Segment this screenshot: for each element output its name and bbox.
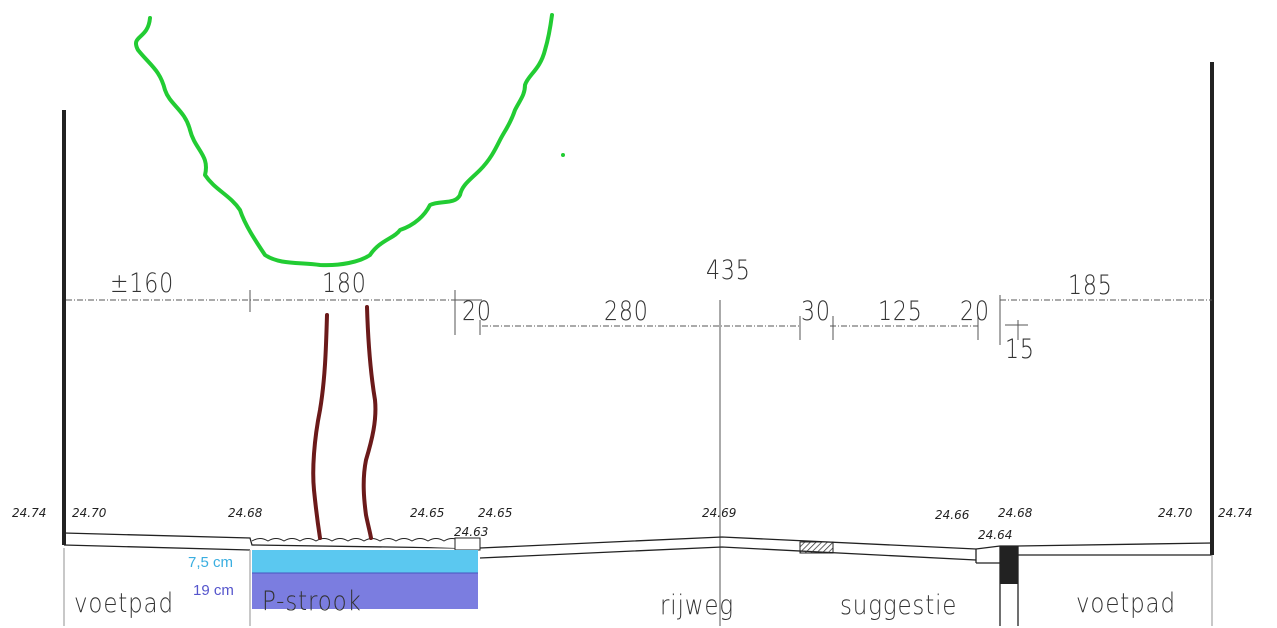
dimension-20-right: 20 xyxy=(960,296,990,327)
dimension-15: 15 xyxy=(1005,334,1035,365)
level-label: 24.69 xyxy=(702,506,737,520)
hatched-strip xyxy=(799,541,834,554)
level-label: 24.64 xyxy=(978,528,1013,542)
zone-suggestie: suggestie xyxy=(840,590,958,621)
tree-crown-outline xyxy=(134,13,554,268)
layer-bottom xyxy=(252,573,478,609)
level-label: 24.68 xyxy=(228,506,263,520)
tree-trunk-right xyxy=(361,305,378,540)
level-label: 24.63 xyxy=(454,525,489,539)
level-label: 24.70 xyxy=(72,506,107,520)
zone-voetpad-right: voetpad xyxy=(1076,588,1176,619)
level-label: 24.74 xyxy=(1218,506,1253,520)
dimension-20-left: 20 xyxy=(462,296,492,327)
layer-top xyxy=(252,550,478,573)
zone-voetpad-left: voetpad xyxy=(74,588,174,619)
p-strook-cobbles xyxy=(251,538,461,549)
dimension-185: 185 xyxy=(1068,270,1113,301)
layer-top-label: 7,5 cm xyxy=(188,554,234,571)
dimension-180: 180 xyxy=(322,268,367,299)
level-label: 24.65 xyxy=(478,506,513,520)
layer-bottom-label: 19 cm xyxy=(193,582,234,599)
level-label: 24.68 xyxy=(998,506,1033,520)
pavement-profile xyxy=(63,532,1213,626)
level-label: 24.65 xyxy=(410,506,445,520)
dimension-435: 435 xyxy=(706,255,751,286)
kerb-right xyxy=(454,537,481,551)
level-label: 24.74 xyxy=(12,506,47,520)
dimension-30: 30 xyxy=(801,296,831,327)
zone-rijweg: rijweg xyxy=(660,590,734,621)
tree-crown-dot xyxy=(561,153,565,157)
kerb-post xyxy=(1000,546,1018,584)
level-label: 24.66 xyxy=(935,508,970,522)
dimension-line xyxy=(66,290,1212,626)
dimension-160: ±160 xyxy=(110,268,175,299)
dimension-125: 125 xyxy=(878,296,923,327)
tree-trunk-left xyxy=(311,313,329,540)
dimension-280: 280 xyxy=(604,296,649,327)
zone-p-strook: P-strook xyxy=(262,586,362,617)
level-label: 24.70 xyxy=(1158,506,1193,520)
